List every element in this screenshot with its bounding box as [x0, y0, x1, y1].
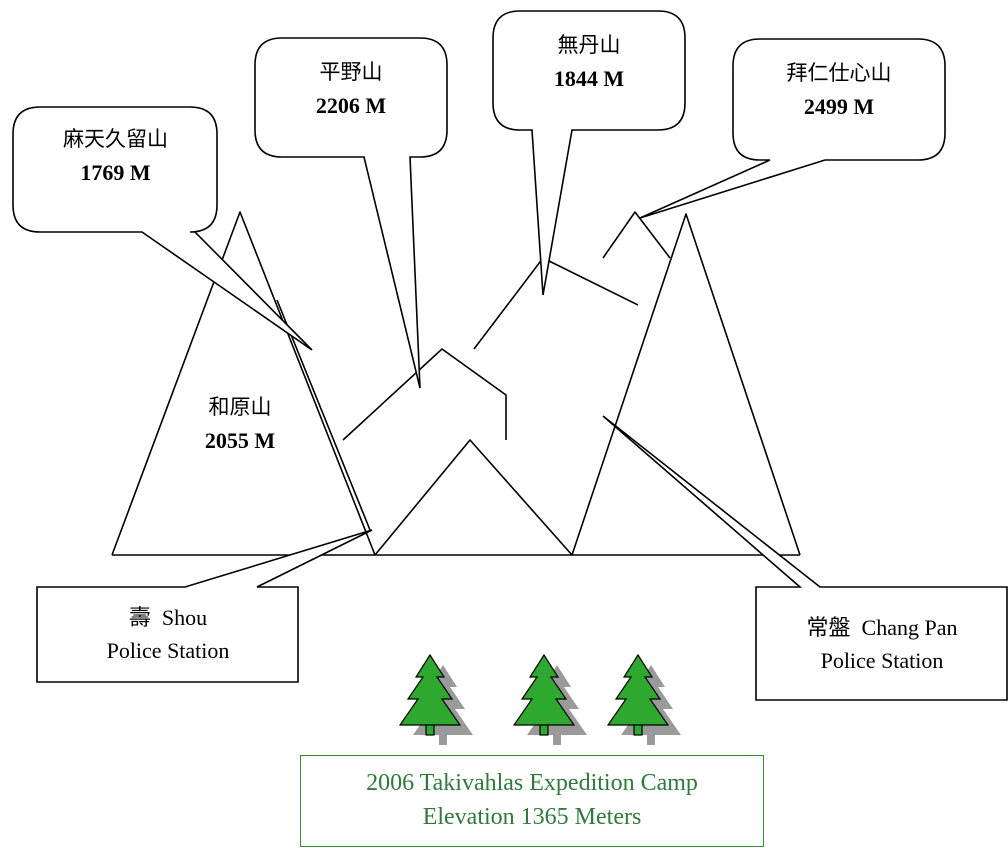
ridge-bairen — [602, 211, 671, 259]
station-name-en: Shou — [161, 605, 208, 630]
station-label-shou: 壽 Shou Police Station — [38, 602, 298, 667]
peak-name: 麻天久留山 — [63, 127, 168, 151]
peak-name: 和原山 — [208, 395, 272, 419]
callout-bairenshixin — [639, 38, 946, 219]
camp-title: 2006 Takivahlas Expedition Camp — [366, 770, 698, 796]
tree-icon-2 — [513, 654, 587, 745]
station-type: Police Station — [106, 638, 230, 663]
camp-elevation: Elevation 1365 Meters — [422, 804, 642, 830]
camp-box: 2006 Takivahlas Expedition Camp Elevatio… — [300, 755, 764, 847]
callout-matianjiuliu — [12, 106, 313, 351]
station-name-zh: 壽 — [128, 606, 151, 631]
peak-name: 平野山 — [319, 60, 383, 84]
station-name-en: Chang Pan — [861, 615, 958, 640]
ridge-wudan — [473, 257, 639, 350]
peak-label-heyuan: 和原山 2055 M — [180, 390, 300, 458]
tree-icon-1 — [399, 654, 473, 745]
callout-changpan-station — [602, 415, 1008, 701]
callout-pingye — [254, 37, 448, 389]
peak-name: 無丹山 — [557, 33, 621, 57]
peak-elevation: 1769 M — [80, 160, 151, 185]
peak-heyuan-outline — [111, 211, 376, 556]
ridge-slope-left — [276, 299, 371, 531]
peak-elevation: 1844 M — [553, 66, 625, 91]
peak-elevation: 2499 M — [803, 94, 875, 119]
peak-label-wudan: 無丹山 1844 M — [494, 28, 684, 96]
peak-label-pingye: 平野山 2206 M — [256, 55, 446, 123]
ridge-pingye — [342, 348, 507, 441]
peak-label-bairenshixin: 拜仁仕心山 2499 M — [734, 56, 944, 124]
station-name-zh: 常盤 — [806, 616, 851, 641]
peak-label-matianjiuliu: 麻天久留山 1769 M — [14, 122, 217, 190]
station-type: Police Station — [820, 648, 944, 673]
peak-elevation: 2055 M — [204, 428, 276, 453]
tree-icon-3 — [607, 654, 681, 745]
peak-small-center-outline — [374, 439, 573, 556]
station-label-changpan: 常盤 Chang Pan Police Station — [757, 612, 1007, 677]
peak-bairenshixin-outline — [571, 213, 801, 556]
callout-wudan — [492, 10, 686, 296]
peak-name: 拜仁仕心山 — [786, 61, 892, 85]
peak-elevation: 2206 M — [315, 93, 387, 118]
callout-shou-station — [36, 529, 373, 683]
